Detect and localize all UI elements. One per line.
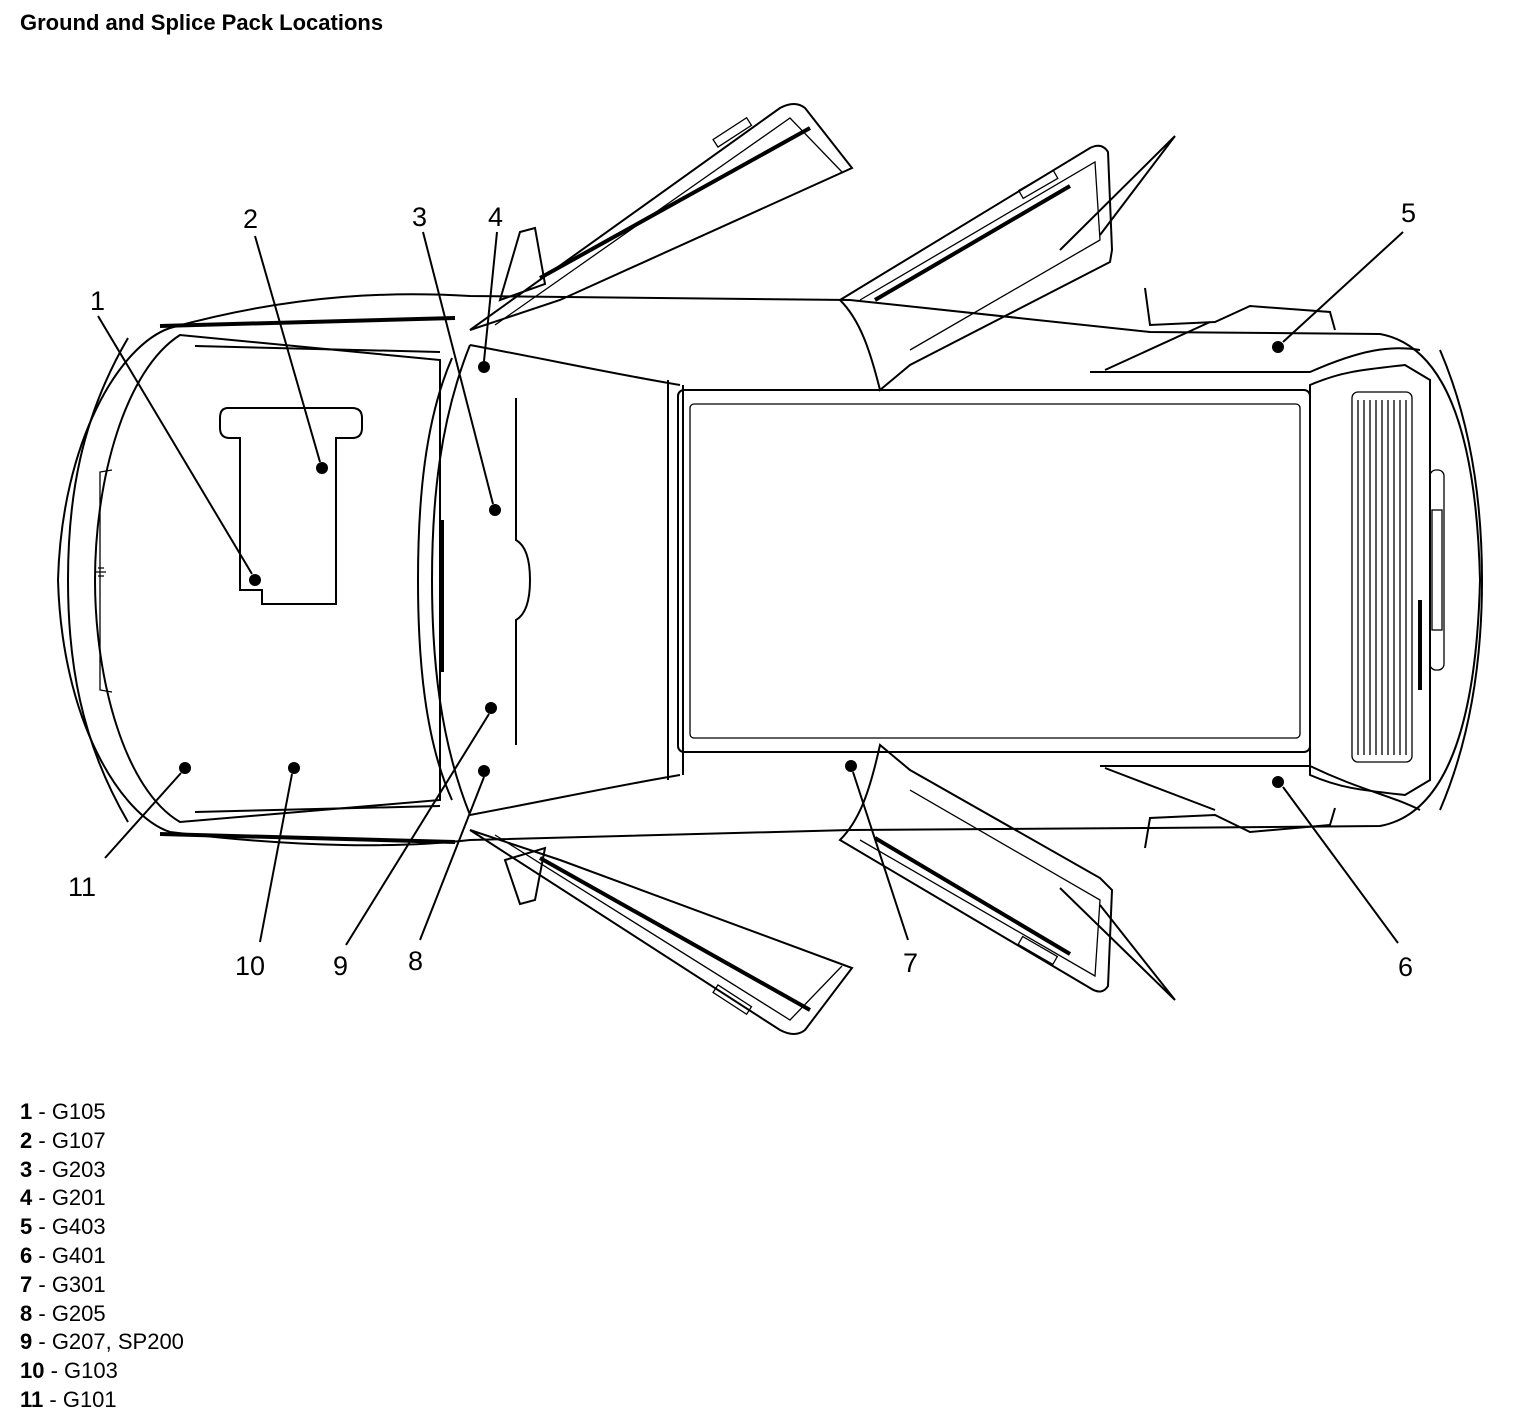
ground-point-2: [316, 462, 328, 474]
ground-points: [179, 341, 1284, 788]
legend-item: 6 - G401: [20, 1242, 106, 1268]
rear-window: [1309, 363, 1431, 797]
ground-point-3: [489, 504, 501, 516]
legend-item: 2 - G107: [20, 1127, 106, 1153]
callout-9: 9: [333, 951, 348, 981]
callout-6: 6: [1398, 952, 1413, 982]
callout-2: 2: [243, 204, 258, 234]
windshield: [416, 357, 453, 801]
vehicle-top-view-diagram: 1 2 3 4 5 6 7 8 9 10 11: [56, 103, 1484, 1035]
roof-panel: [677, 389, 1311, 753]
front-right-door-open: [469, 829, 854, 1035]
rear-right-door-open: [838, 743, 1114, 993]
rear-bumper: [1439, 349, 1484, 811]
ground-point-11: [179, 762, 191, 774]
callout-4: 4: [488, 202, 503, 232]
callout-8: 8: [408, 946, 423, 976]
legend-item: 9 - G207, SP200: [20, 1329, 184, 1355]
ground-point-6: [1272, 776, 1284, 788]
ground-point-10: [288, 762, 300, 774]
callout-5: 5: [1401, 198, 1416, 228]
legend-item: 1 - G105: [20, 1099, 106, 1124]
page-title: Ground and Splice Pack Locations: [20, 10, 384, 35]
ground-point-4: [478, 361, 490, 373]
callout-10: 10: [235, 951, 265, 981]
hood-outline: [93, 333, 441, 824]
ground-point-1: [249, 574, 261, 586]
callout-1: 1: [90, 286, 105, 316]
dashboard: [515, 398, 532, 745]
vehicle-outline: [56, 103, 1484, 1035]
leader-lines: [97, 231, 1404, 946]
right-mirror: [503, 846, 547, 906]
callout-labels: 1 2 3 4 5 6 7 8 9 10 11: [68, 198, 1416, 982]
rear-defroster-grid: [1357, 400, 1407, 755]
legend-item: 4 - G201: [20, 1185, 106, 1211]
body-outline: [56, 293, 1482, 847]
ground-legend: 1 - G105 2 - G107 3 - G203 4 - G201 5 - …: [20, 1098, 184, 1415]
ground-point-8: [478, 765, 490, 777]
ground-point-7: [845, 760, 857, 772]
left-mirror: [498, 226, 547, 302]
ground-point-9: [485, 702, 497, 714]
fuse-block-outline: [219, 407, 363, 605]
callout-3: 3: [412, 202, 427, 232]
ground-point-5: [1272, 341, 1284, 353]
legend-item: 8 - G205: [20, 1300, 106, 1326]
front-left-door-open: [469, 103, 854, 331]
legend-item: 5 - G403: [20, 1214, 106, 1240]
rear-left-door-open: [838, 144, 1114, 392]
callout-7: 7: [903, 948, 918, 978]
legend-item: 7 - G301: [20, 1271, 106, 1297]
front-bumper: [66, 337, 129, 823]
legend-item: 10 - G103: [20, 1358, 118, 1384]
legend-item: 11 - G101: [20, 1386, 117, 1412]
callout-11: 11: [68, 872, 96, 902]
legend-item: 3 - G203: [20, 1156, 106, 1182]
